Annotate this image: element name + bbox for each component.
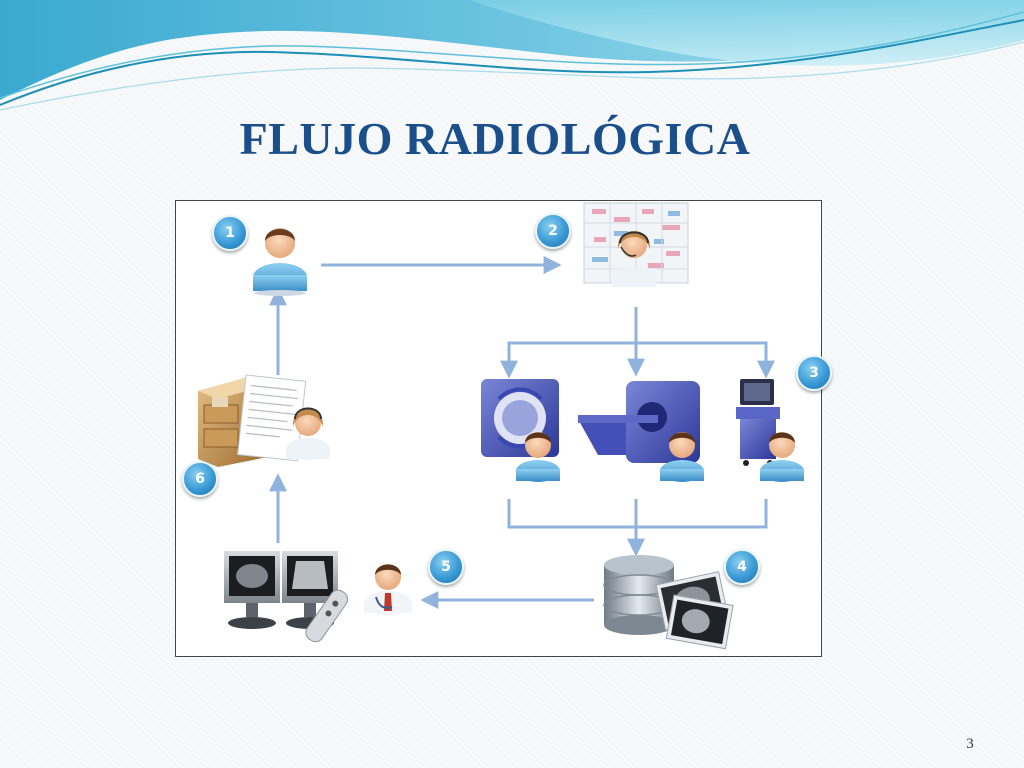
- step-badge-6: 6: [182, 461, 218, 497]
- radiology-workflow-diagram: 1 2 3 4 5 6: [175, 200, 832, 657]
- imaging-modalities-icon: [481, 379, 804, 482]
- flow-arrows: [269, 256, 775, 609]
- step-badge-3: 3: [796, 355, 832, 391]
- technician-icon-c: [760, 432, 804, 482]
- branch-to-modalities: [507, 341, 768, 373]
- header-wave-decoration: [0, 0, 1024, 111]
- ct-scanner-icon: [578, 381, 700, 463]
- transcriptionist-icon: [286, 407, 330, 460]
- step-badge-5: 5: [428, 549, 464, 585]
- step-badge-2: 2: [535, 213, 571, 249]
- dictation-microphone-icon: [305, 589, 349, 643]
- radiologist-icon: [364, 564, 412, 615]
- report-archive-icon: [198, 374, 330, 467]
- step-badge-1: 1: [212, 215, 248, 251]
- patient-icon: [253, 228, 307, 296]
- image-database-icon: [603, 555, 734, 650]
- workflow-graphics: [198, 202, 804, 650]
- step-badge-4: 4: [724, 549, 760, 585]
- technician-icon-a: [516, 432, 560, 482]
- technician-icon-b: [660, 432, 704, 482]
- page-number: 3: [966, 736, 974, 752]
- slide-title: FLUJO RADIOLÓGICA: [239, 113, 751, 164]
- receptionist-scheduling-icon: [583, 202, 689, 287]
- radiologist-workstation-icon: [224, 551, 412, 643]
